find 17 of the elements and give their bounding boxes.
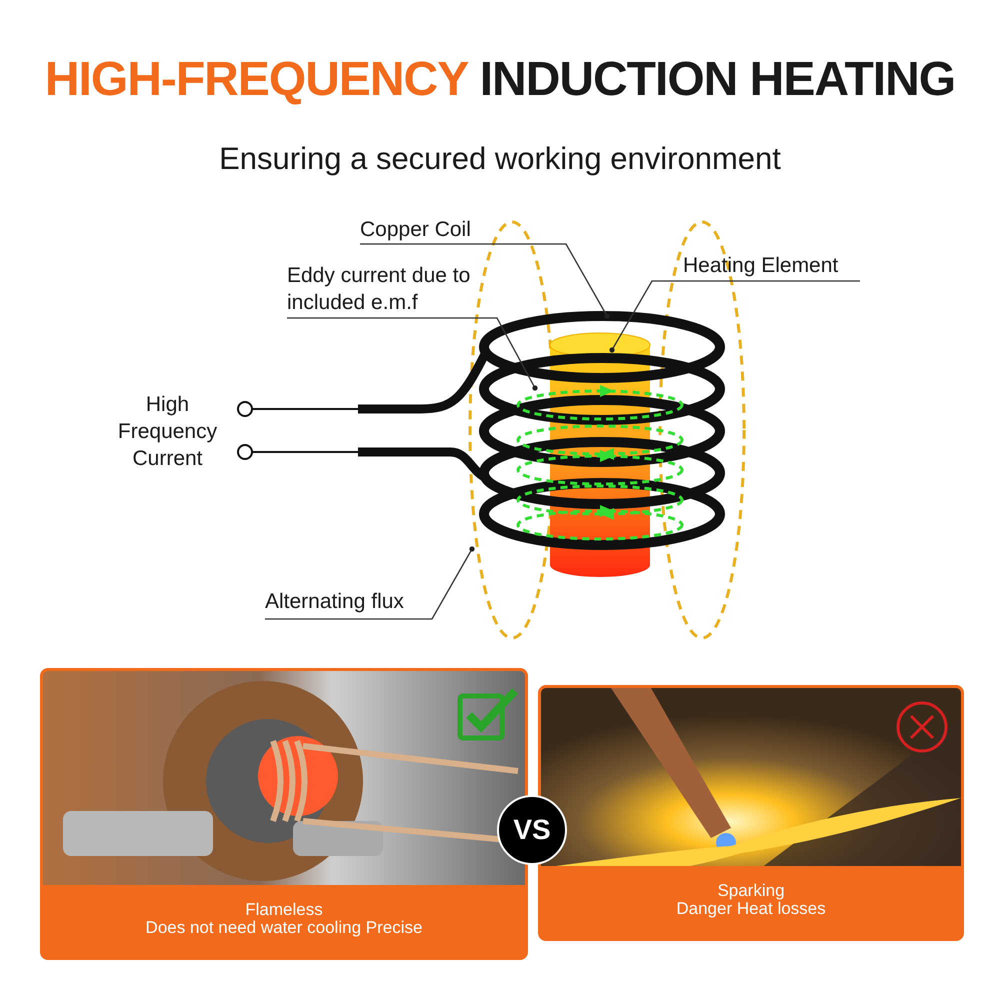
coil-drawing <box>237 311 725 550</box>
callout-label: Alternating flux <box>265 588 404 615</box>
card-heading: Sparking <box>716 882 786 900</box>
callout-label: Copper Coil <box>360 216 471 243</box>
card-text: Does not need water cooling Precise <box>144 919 424 937</box>
callout-label: Eddy current due to included e.m.f <box>287 262 472 316</box>
leader-line <box>265 546 475 620</box>
eddy-current-arrows <box>516 385 684 540</box>
card-text: Danger Heat losses <box>675 900 827 918</box>
callout-label: Heating Element <box>683 252 838 279</box>
terminal-label: High Frequency Current <box>116 392 218 472</box>
subtitle: Ensuring a secured working environment <box>218 140 782 177</box>
leader-line <box>360 243 610 319</box>
leader-line <box>609 280 860 353</box>
leader-line <box>287 317 538 391</box>
card-heading: Flameless <box>244 901 324 919</box>
title: HIGH-FREQUENCY INDUCTION HEATING <box>44 52 956 107</box>
